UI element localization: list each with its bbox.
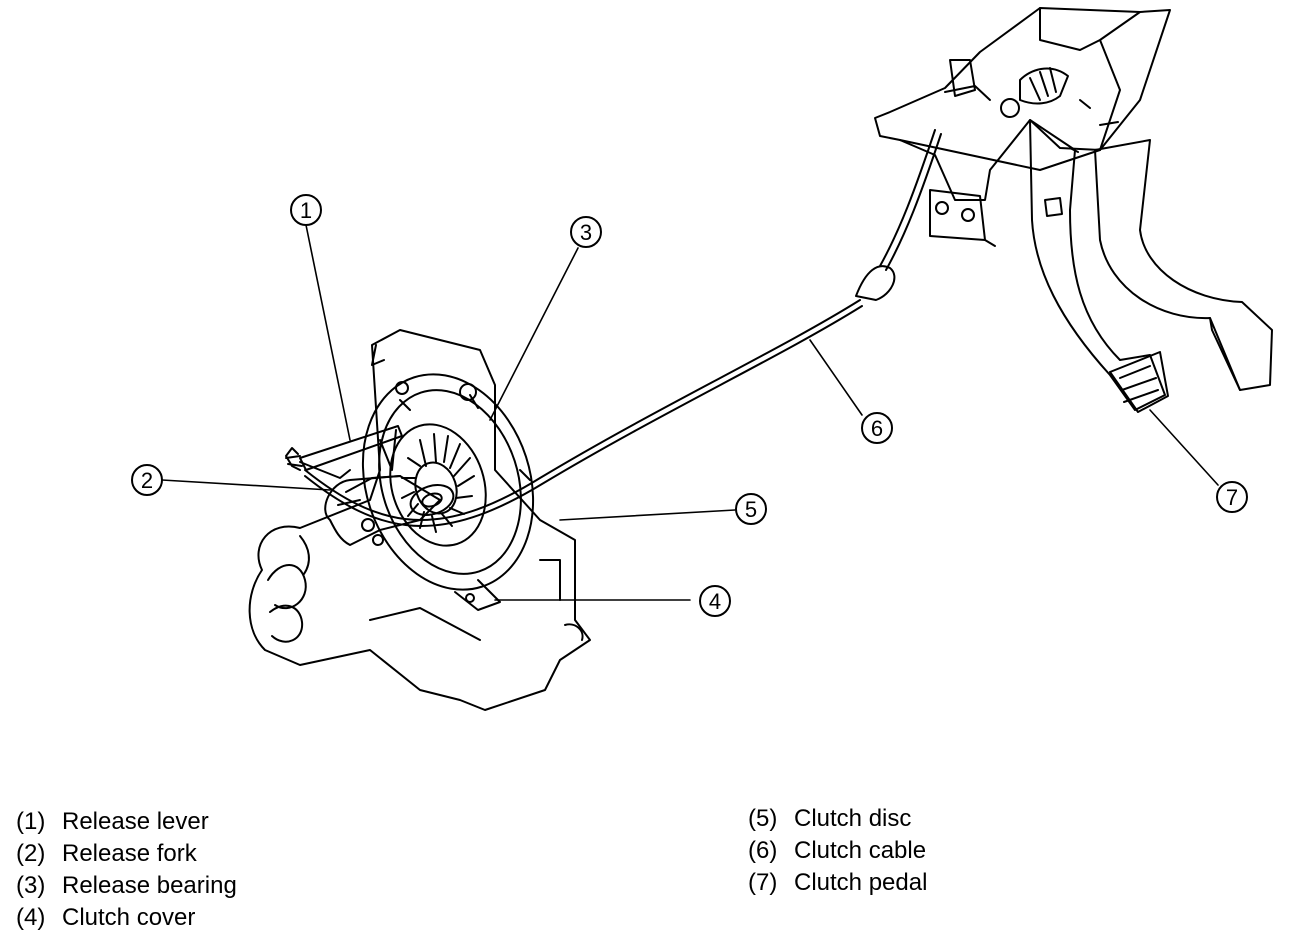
legend-item-release-lever: (1) Release lever (16, 806, 237, 838)
legend-num: (4) (16, 904, 46, 931)
legend-item-release-bearing: (3) Release bearing (16, 870, 237, 902)
callout-1: 1 (290, 194, 322, 226)
legend-label: Clutch pedal (794, 869, 928, 896)
legend-label: Release bearing (62, 872, 237, 899)
svg-text:7: 7 (1226, 485, 1238, 510)
clutch-disc (389, 423, 487, 547)
callout-5: 5 (735, 493, 767, 525)
svg-text:2: 2 (141, 468, 153, 493)
svg-text:3: 3 (580, 220, 592, 245)
legend-item-clutch-pedal: (7) Clutch pedal (748, 867, 927, 899)
legend-label: Release fork (62, 840, 197, 867)
callout-4: 4 (699, 585, 731, 617)
legend-num: (1) (16, 808, 46, 835)
clutch-cable (304, 129, 942, 527)
legend-item-clutch-cover: (4) Clutch cover (16, 902, 237, 934)
legend-num: (3) (16, 872, 46, 899)
legend-num: (5) (748, 805, 778, 832)
legend-num: (7) (748, 869, 778, 896)
transmission-housing (248, 329, 591, 711)
release-lever (285, 425, 403, 479)
legend-item-clutch-cable: (6) Clutch cable (748, 835, 927, 867)
leader-lines (161, 224, 1219, 601)
svg-text:1: 1 (300, 198, 312, 223)
leader-line-3 (489, 247, 579, 421)
brake-pedal (1094, 139, 1273, 391)
callout-6: 6 (861, 412, 893, 444)
leader-line-6 (809, 339, 863, 416)
legend-label: Clutch cover (62, 904, 196, 931)
leader-line-7 (1149, 409, 1219, 486)
clutch-pedal (1029, 119, 1169, 413)
legend-right: (5) Clutch disc (6) Clutch cable (7) Clu… (748, 803, 927, 899)
leader-line-1 (305, 224, 351, 441)
clutch-cover (361, 373, 535, 611)
legend-left: (1) Release lever (2) Release fork (3) R… (16, 806, 237, 934)
callout-3: 3 (570, 216, 602, 248)
svg-text:6: 6 (871, 416, 883, 441)
legend-label: Clutch disc (794, 805, 912, 832)
legend-item-clutch-disc: (5) Clutch disc (748, 803, 927, 835)
svg-text:4: 4 (709, 589, 721, 614)
leader-line-5 (559, 509, 736, 521)
pedal-bracket (874, 7, 1171, 247)
leader-line-2 (161, 479, 331, 491)
callout-7: 7 (1216, 481, 1248, 513)
legend-num: (2) (16, 840, 46, 867)
svg-text:5: 5 (745, 497, 757, 522)
legend-label: Release lever (62, 808, 209, 835)
callout-2: 2 (131, 464, 163, 496)
legend-num: (6) (748, 837, 778, 864)
legend-item-release-fork: (2) Release fork (16, 838, 237, 870)
release-bearing (409, 484, 455, 516)
clutch-system-diagram: 1 2 3 4 5 6 7 (131, 7, 1273, 711)
legend-label: Clutch cable (794, 837, 927, 864)
release-fork (324, 475, 441, 546)
